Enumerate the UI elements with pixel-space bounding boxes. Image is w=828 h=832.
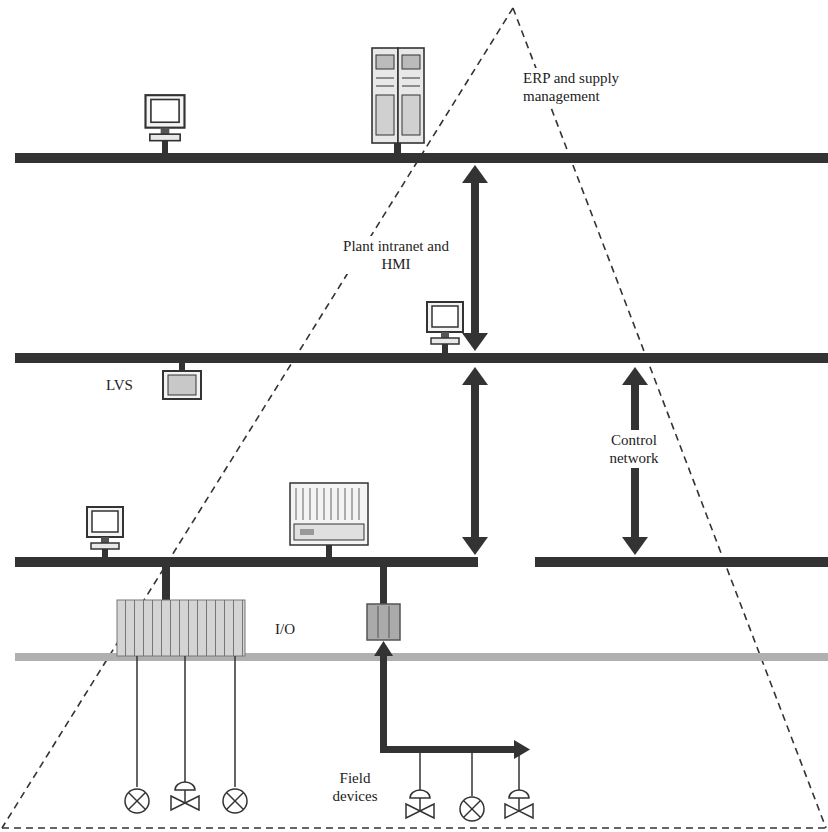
computer-icon — [146, 95, 185, 155]
field-wiring — [420, 753, 519, 796]
field-device-symbol — [406, 790, 533, 821]
level-label: ERP and supply management — [520, 68, 644, 106]
level-label: Field devices — [320, 768, 390, 806]
field-wiring — [137, 656, 235, 787]
fieldbus-arrow — [374, 641, 530, 759]
io-module — [117, 565, 245, 656]
pyramid-outline — [2, 8, 826, 828]
level-label: Plant intranet and HMI — [340, 236, 452, 274]
device-label: LVS — [103, 375, 149, 395]
level-label: I/O — [272, 619, 318, 639]
controller-rack — [290, 483, 368, 558]
server-rack — [372, 48, 424, 155]
level-label: Control network — [595, 430, 673, 468]
field-device-symbol — [125, 782, 247, 813]
lvs-panel — [163, 361, 201, 399]
network-bus — [15, 153, 828, 661]
computer-icon — [87, 507, 123, 559]
computer-icon — [427, 302, 463, 355]
double-arrow — [462, 165, 648, 555]
io-module — [367, 565, 400, 640]
